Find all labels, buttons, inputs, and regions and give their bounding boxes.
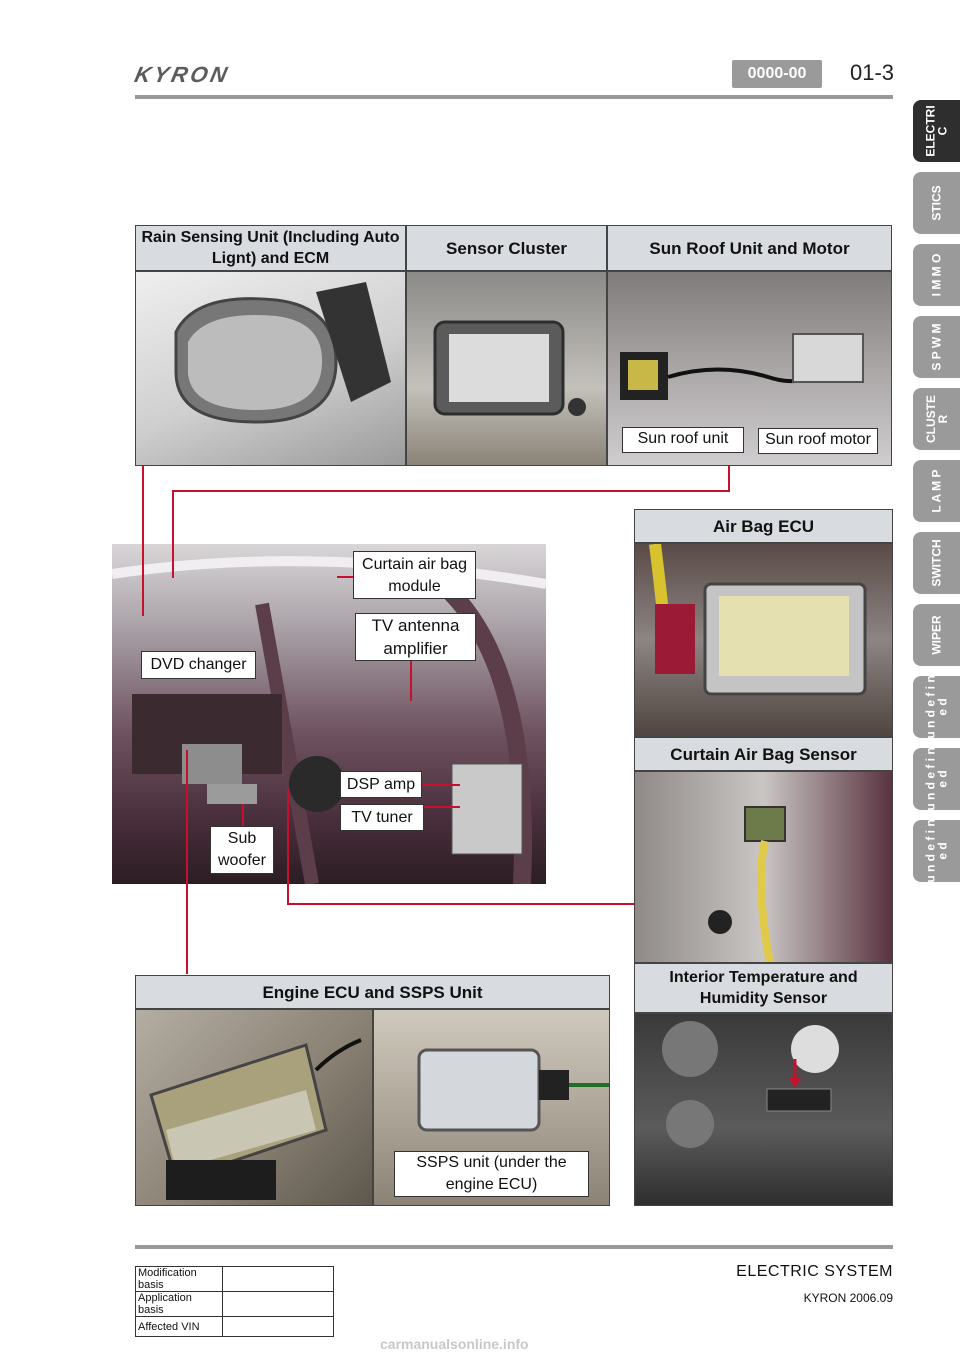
watermark: carmanualsonline.info (380, 1336, 529, 1352)
kyron-logo: KYRON (132, 62, 233, 87)
callout-tv-antenna-amplifier: TV antenna amplifier (355, 613, 476, 661)
table-row: Modification basis (135, 1266, 334, 1292)
header-air-bag-ecu: Air Bag ECU (634, 509, 893, 543)
callout-curtain-air-bag-module: Curtain air bag module (353, 551, 476, 599)
leader-tv-tuner (424, 806, 460, 808)
tab-stics[interactable]: STICS (913, 172, 960, 234)
photo-sensor-cluster (406, 271, 607, 466)
header-sun-roof: Sun Roof Unit and Motor (607, 225, 892, 271)
tab-cluster[interactable]: CLUSTE R (913, 388, 960, 450)
callout-dvd-changer: DVD changer (141, 651, 256, 679)
table-row: Application basis (135, 1291, 334, 1317)
tab-switch[interactable]: SWITCH (913, 532, 960, 594)
tab-undefined-3[interactable]: u n d e f i n e d (913, 819, 960, 883)
bottom-divider (135, 1245, 893, 1249)
tab-electric[interactable]: ELECTRI C (913, 100, 960, 162)
table-cell-value (222, 1266, 334, 1292)
leader-curtain-module (337, 576, 353, 578)
tab-undefined-2[interactable]: u n d e f i n e d (913, 747, 960, 811)
callout-sub-woofer: Sub woofer (210, 826, 274, 874)
header-sensor-cluster: Sensor Cluster (406, 225, 607, 271)
engine-ecu-drawing (149, 1038, 362, 1200)
table-cell-label: Modification basis (135, 1266, 223, 1292)
table-cell-value (222, 1291, 334, 1317)
table-cell-label: Affected VIN (135, 1316, 223, 1337)
leader-dsp-amp (422, 784, 460, 786)
tab-undefined-1[interactable]: u n d e f i n e d (913, 675, 960, 739)
callout-sun-roof-unit: Sun roof unit (622, 427, 744, 453)
tab-wiper[interactable]: WIPER (913, 604, 960, 666)
leader-sunroof-horizontal (172, 490, 729, 492)
leader-sunroof-vertical (728, 466, 730, 492)
leader-rain-to-dvd (142, 466, 144, 616)
modification-table: Modification basis Application basis Aff… (135, 1266, 334, 1337)
curtain-sensor-drawing (708, 806, 786, 962)
callout-sun-roof-motor: Sun roof motor (758, 428, 878, 454)
leader-curtain-sensor-vertical (287, 790, 289, 904)
photo-rain-sensing-mirror (135, 271, 406, 466)
vehicle-interior-drawing (112, 556, 546, 884)
sun-roof-drawing (620, 333, 864, 400)
leader-sunroof-down (172, 490, 174, 578)
ssps-unit-drawing (417, 1048, 609, 1132)
table-cell-value (222, 1316, 334, 1337)
callout-tv-tuner: TV tuner (340, 804, 424, 831)
footer-title: ELECTRIC SYSTEM (736, 1263, 893, 1280)
mirror-drawing (174, 282, 391, 424)
leader-engine-ecu (186, 750, 188, 974)
interior-temp-drawing (662, 1021, 839, 1148)
photo-air-bag-ecu (634, 543, 893, 737)
photo-curtain-air-bag-sensor (634, 771, 893, 963)
photo-vehicle-interior (112, 544, 546, 884)
table-row: Affected VIN (135, 1316, 334, 1337)
leader-curtain-sensor-horizontal (287, 903, 634, 905)
air-bag-ecu-drawing (649, 544, 867, 696)
header-engine-ecu: Engine ECU and SSPS Unit (135, 975, 610, 1009)
callout-ssps-unit: SSPS unit (under the engine ECU) (394, 1151, 589, 1197)
page-number: 01-3 (850, 60, 895, 85)
footer-subtitle: KYRON 2006.09 (803, 1291, 893, 1305)
tab-immo[interactable]: I M M O (913, 244, 960, 306)
callout-dsp-amp: DSP amp (340, 771, 422, 798)
sensor-cluster-drawing (433, 320, 586, 416)
top-divider (135, 95, 893, 99)
header-rain-sensing: Rain Sensing Unit (Including Auto Lignt)… (135, 225, 406, 271)
photo-engine-ecu (135, 1009, 373, 1206)
header-curtain-air-bag-sensor: Curtain Air Bag Sensor (634, 737, 893, 771)
leader-sub-woofer (242, 804, 244, 826)
header-interior-temp: Interior Temperature and Humidity Sensor (634, 963, 893, 1013)
leader-tv-antenna (410, 661, 412, 701)
table-cell-label: Application basis (135, 1291, 223, 1317)
section-code-badge: 0000-00 (732, 60, 822, 88)
photo-interior-temp (634, 1013, 893, 1206)
tab-spwm[interactable]: S P W M (913, 316, 960, 378)
tab-lamp[interactable]: L A M P (913, 460, 960, 522)
